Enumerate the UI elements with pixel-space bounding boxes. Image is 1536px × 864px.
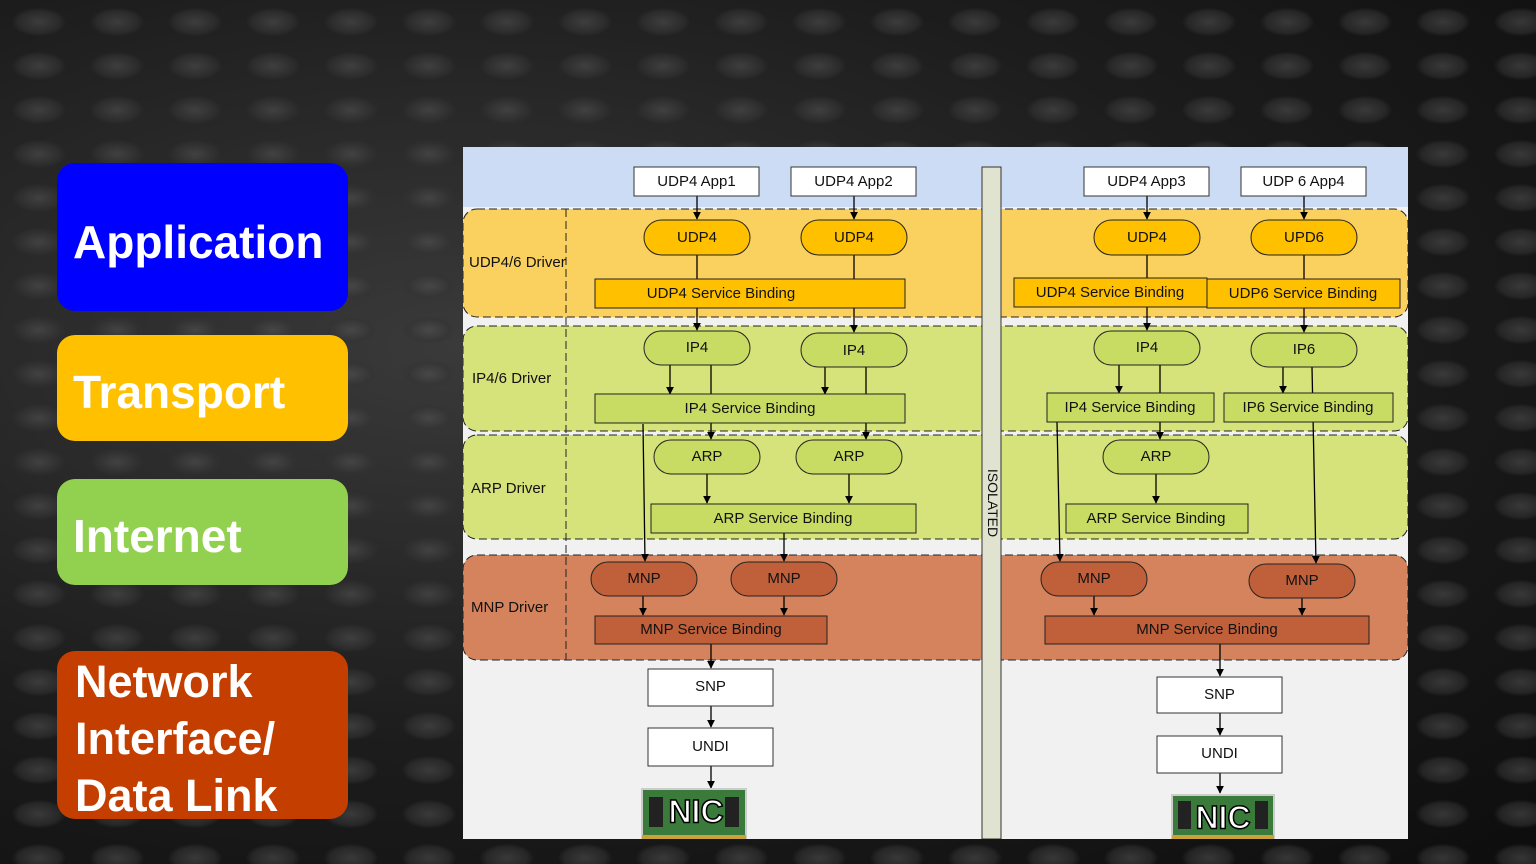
udp-node-1-label: UDP4 xyxy=(677,229,717,246)
arp-node-3-label: ARP xyxy=(1141,448,1172,465)
snp-box-left xyxy=(647,668,774,707)
ip6-binding-right xyxy=(1223,392,1394,423)
layer-internet-label: Internet xyxy=(73,510,242,562)
ip-node-2-label: IP4 xyxy=(843,342,866,359)
udp-node-3 xyxy=(1093,219,1201,256)
arp-binding-right-label: ARP Service Binding xyxy=(1087,510,1226,527)
mnp-binding-left-label: MNP Service Binding xyxy=(640,621,781,638)
app-box-2 xyxy=(790,166,917,197)
app-box-1 xyxy=(633,166,760,197)
nic-left-label: NIC xyxy=(668,793,723,829)
mnp-node-4 xyxy=(1248,563,1356,599)
undi-left-label: UNDI xyxy=(692,738,729,755)
undi-right-label: UNDI xyxy=(1201,745,1238,762)
layer-application-label: Application xyxy=(73,216,324,268)
layer-internet: Internet xyxy=(57,479,348,585)
udp-node-4-label: UPD6 xyxy=(1284,229,1324,246)
arp-node-1 xyxy=(653,439,761,475)
arp-node-3 xyxy=(1102,439,1210,475)
app-label-1: UDP4 App1 xyxy=(657,173,735,190)
arp-binding-right xyxy=(1065,503,1249,534)
ip4-binding-left-label: IP4 Service Binding xyxy=(685,400,816,417)
udp-node-1 xyxy=(643,219,751,256)
udp4-binding-right-label: UDP4 Service Binding xyxy=(1036,284,1184,301)
ip-node-4 xyxy=(1250,332,1358,368)
udp-node-2 xyxy=(800,219,908,256)
ip4-binding-left xyxy=(594,393,906,424)
undi-box-left xyxy=(647,727,774,767)
layer-transport: Transport xyxy=(57,335,348,441)
nic-card-left: NIC xyxy=(641,788,747,839)
app-label-2: UDP4 App2 xyxy=(814,173,892,190)
layer-transport-label: Transport xyxy=(73,366,286,418)
udp-node-3-label: UDP4 xyxy=(1127,229,1167,246)
layer-network-label-2: Interface/ xyxy=(75,713,276,764)
isolated-bar xyxy=(981,166,1002,839)
arp-driver-band xyxy=(463,434,1408,540)
ip-node-1-label: IP4 xyxy=(686,339,709,356)
ip-driver-label: IP4/6 Driver xyxy=(472,370,551,387)
snp-right-label: SNP xyxy=(1204,686,1235,703)
mnp-node-2 xyxy=(730,561,838,597)
app-box-4 xyxy=(1240,166,1367,197)
mnp-binding-left xyxy=(594,615,828,645)
app-box-3 xyxy=(1083,166,1210,197)
mnp-node-4-label: MNP xyxy=(1285,572,1318,589)
ip-node-1 xyxy=(643,330,751,366)
app-label-4: UDP 6 App4 xyxy=(1262,173,1344,190)
layer-network-label-3: Data Link xyxy=(75,770,278,821)
arp-binding-left xyxy=(650,503,917,534)
arp-binding-left-label: ARP Service Binding xyxy=(714,510,853,527)
layer-application: Application xyxy=(57,163,348,311)
ip-node-4-label: IP6 xyxy=(1293,341,1316,358)
mnp-node-1 xyxy=(590,561,698,597)
nic-right-label: NIC xyxy=(1195,799,1250,835)
ip-node-3 xyxy=(1093,330,1201,366)
app-label-3: UDP4 App3 xyxy=(1107,173,1185,190)
network-stack-diagram: UDP4/6 Driver IP4/6 Driver ARP Driver MN… xyxy=(463,147,1408,839)
mnp-node-2-label: MNP xyxy=(767,570,800,587)
arp-node-1-label: ARP xyxy=(692,448,723,465)
ip-node-3-label: IP4 xyxy=(1136,339,1159,356)
mnp-binding-right xyxy=(1044,615,1370,645)
layer-network-label-1: Network xyxy=(75,656,253,707)
arp-node-2 xyxy=(795,439,903,475)
ip6-binding-right-label: IP6 Service Binding xyxy=(1243,399,1374,416)
ip-node-2 xyxy=(800,332,908,368)
udp6-binding-right xyxy=(1206,278,1401,309)
udp-node-2-label: UDP4 xyxy=(834,229,874,246)
ip4-binding-right xyxy=(1046,392,1215,423)
mnp-driver-label: MNP Driver xyxy=(471,599,548,616)
mnp-node-3 xyxy=(1040,561,1148,597)
udp4-binding-left-label: UDP4 Service Binding xyxy=(647,285,795,302)
mnp-node-1-label: MNP xyxy=(627,570,660,587)
mnp-binding-right-label: MNP Service Binding xyxy=(1136,621,1277,638)
layer-network-interface: Network Interface/ Data Link xyxy=(57,651,348,821)
undi-box-right xyxy=(1156,735,1283,774)
udp4-binding-left xyxy=(594,278,906,309)
isolated-label: ISOLATED xyxy=(985,469,1001,537)
snp-box-right xyxy=(1156,676,1283,714)
udp-driver-label: UDP4/6 Driver xyxy=(469,254,566,271)
arp-node-2-label: ARP xyxy=(834,448,865,465)
arp-driver-label: ARP Driver xyxy=(471,480,546,497)
snp-left-label: SNP xyxy=(695,678,726,695)
mnp-node-3-label: MNP xyxy=(1077,570,1110,587)
ip4-binding-right-label: IP4 Service Binding xyxy=(1065,399,1196,416)
udp-node-4 xyxy=(1250,219,1358,256)
udp6-binding-right-label: UDP6 Service Binding xyxy=(1229,285,1377,302)
nic-card-right: NIC xyxy=(1171,794,1275,839)
diagram-svg: UDP4/6 Driver IP4/6 Driver ARP Driver MN… xyxy=(463,147,1408,839)
